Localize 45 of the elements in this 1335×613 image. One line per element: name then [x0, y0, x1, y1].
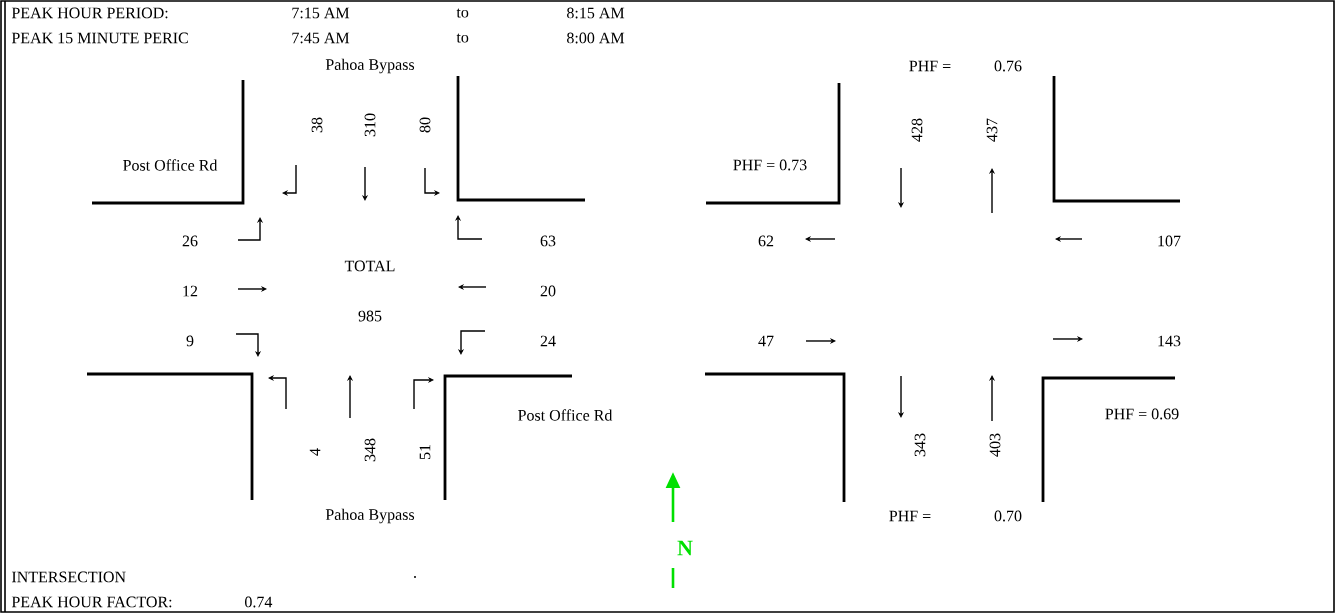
phf-value: 0.76: [994, 60, 1022, 72]
volume-count: 47: [758, 335, 774, 347]
phf-value: 0.70: [994, 510, 1022, 522]
volume-count: 12: [183, 285, 198, 297]
header-text: PEAK HOUR PERIOD:: [11, 7, 168, 19]
time-text: 8:00 AM: [567, 32, 625, 44]
volume-count: 80: [419, 117, 431, 133]
volume-count: 51: [419, 444, 431, 460]
volume-count: 348: [364, 438, 376, 462]
street-name: Pahoa Bypass: [325, 58, 415, 74]
volume-count: 38: [311, 117, 323, 133]
phf-label: PHF =: [909, 60, 951, 72]
volume-count: 24: [540, 335, 556, 347]
volume-count: 26: [182, 235, 198, 247]
volume-count: 63: [540, 235, 556, 247]
time-text: 7:15 AM: [292, 7, 350, 19]
footer-text: PEAK HOUR FACTOR:: [11, 596, 172, 608]
volume-count: 62: [758, 235, 774, 247]
header-text: to: [456, 33, 469, 43]
volume-count: 428: [911, 118, 923, 142]
volume-count: 143: [1158, 335, 1181, 347]
total-value: 985: [358, 310, 382, 322]
phf-label: PHF = 0.69: [1105, 408, 1179, 420]
volume-count: 343: [914, 433, 926, 457]
volume-count: 9: [186, 335, 194, 347]
volume-count: 437: [986, 118, 998, 142]
north-label: N: [677, 540, 693, 556]
footer-text: .: [414, 576, 416, 578]
time-text: 7:45 AM: [292, 32, 350, 44]
volume-count: 4: [309, 448, 321, 456]
header-text: PEAK 15 MINUTE PERIC: [11, 32, 188, 44]
header-text: to: [456, 8, 469, 18]
street-name: Post Office Rd: [518, 409, 613, 421]
volume-count: 20: [540, 285, 556, 297]
phf-value: 0.74: [245, 596, 273, 608]
phf-label: PHF = 0.73: [733, 159, 807, 171]
footer-text: INTERSECTION: [11, 571, 126, 583]
street-name: Pahoa Bypass: [325, 508, 415, 524]
time-text: 8:15 AM: [567, 7, 625, 19]
phf-label: PHF =: [889, 510, 931, 522]
total-label: TOTAL: [344, 260, 395, 272]
volume-count: 310: [364, 113, 376, 137]
volume-count: 107: [1158, 235, 1181, 247]
volume-count: 403: [989, 433, 1001, 457]
street-name: Post Office Rd: [123, 159, 218, 171]
